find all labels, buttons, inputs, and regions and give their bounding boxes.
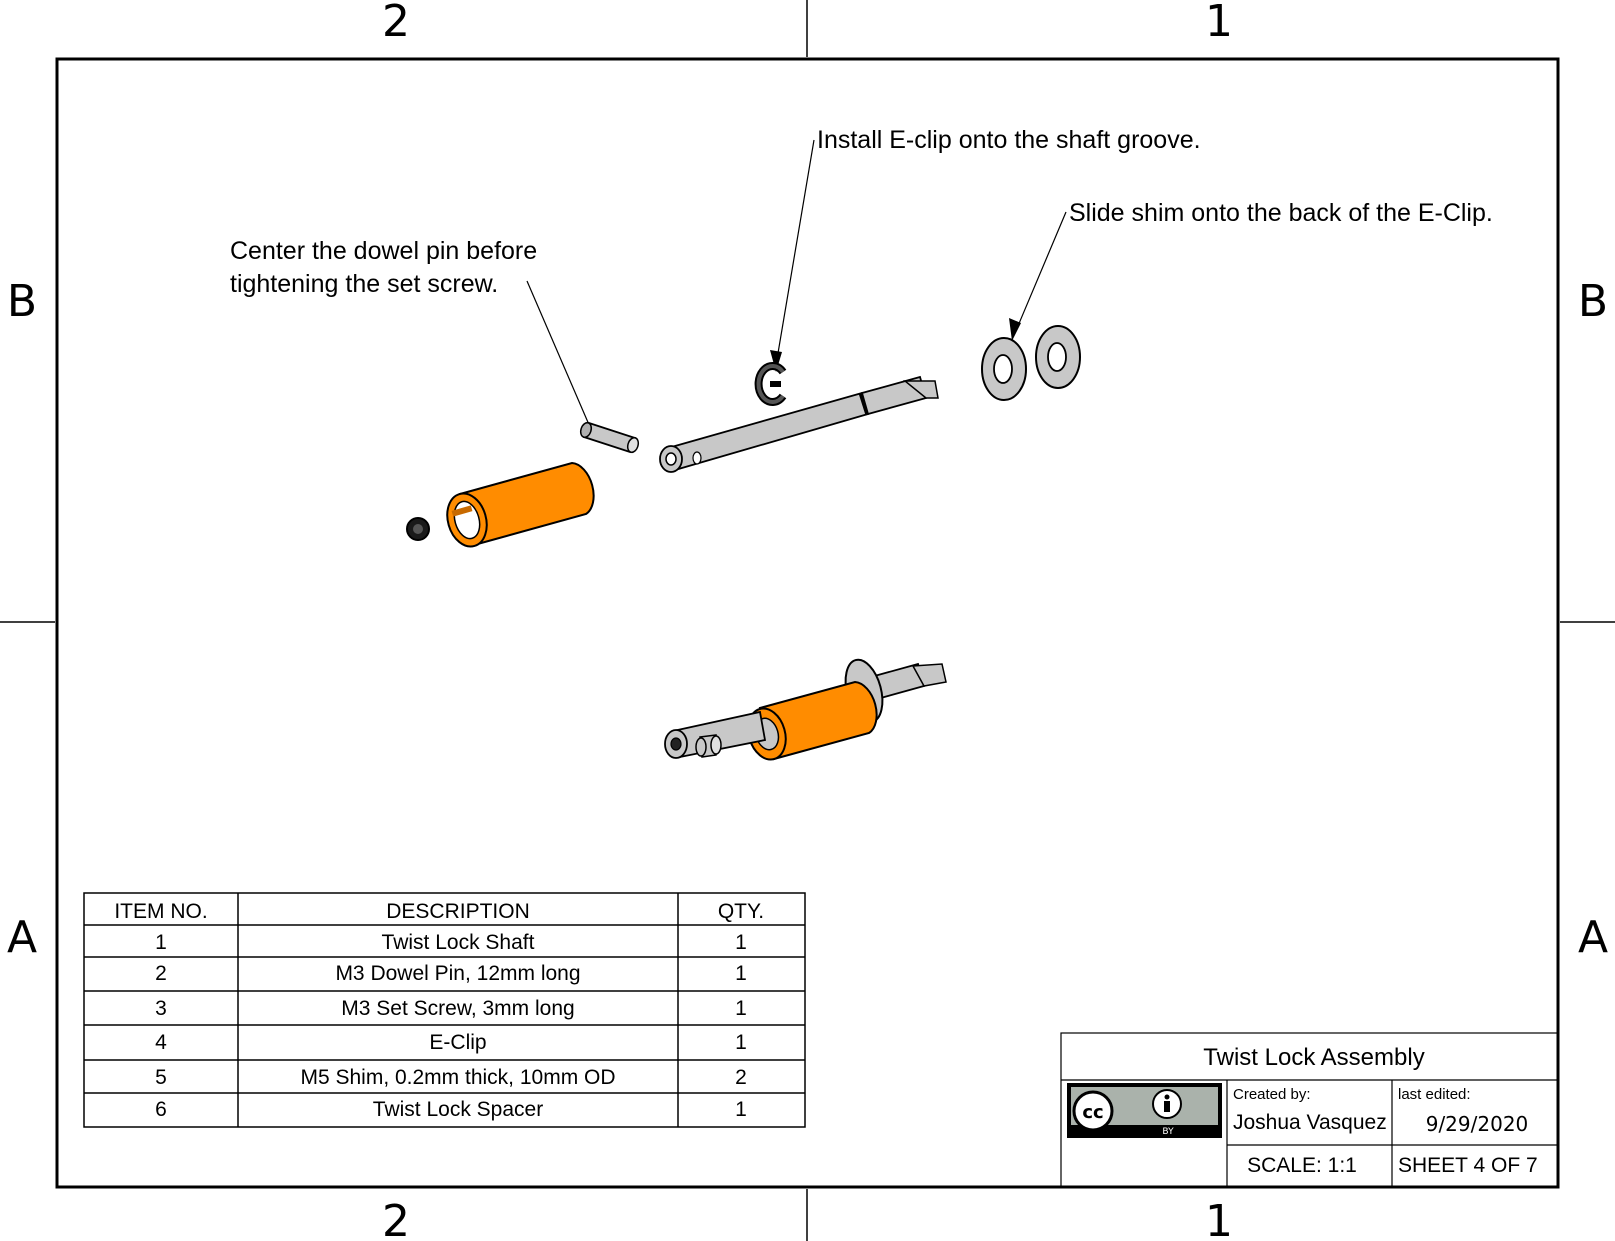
created-by-label: Created by:: [1233, 1086, 1311, 1103]
bom-outline: [83, 892, 806, 1128]
creative-commons-icon: [1072, 1090, 1114, 1132]
leader-shim: [1014, 211, 1067, 334]
note-dowel-line2: tightening the set screw.: [230, 270, 498, 298]
title-block: Twist Lock Assembly Created by: Joshua V…: [1060, 1032, 1559, 1188]
by-label: BY: [1162, 1127, 1174, 1137]
note-shim: Slide shim onto the back of the E-Clip.: [1069, 199, 1493, 227]
bom-cell-description: M3 Set Screw, 3mm long: [341, 997, 574, 1020]
bom-cell-item: 5: [155, 1066, 167, 1089]
bom-cell-qty: 2: [735, 1066, 747, 1089]
bom-header-item: ITEM NO.: [114, 900, 207, 923]
zone-label-top-1: 1: [1205, 0, 1233, 47]
bom-cell-description: Twist Lock Shaft: [382, 931, 535, 954]
title-block-outline: [1060, 1032, 1559, 1188]
bom-cell-qty: 1: [735, 997, 747, 1020]
sheet-label: SHEET 4 OF 7: [1398, 1154, 1538, 1177]
bom-cell-description: E-Clip: [429, 1031, 486, 1054]
zone-label-bottom-1: 1: [1205, 1196, 1233, 1241]
zone-label-right-a: A: [1578, 912, 1608, 963]
bom-cell-item: 6: [155, 1098, 167, 1121]
bom-cell-qty: 1: [735, 931, 747, 954]
bom-cell-qty: 1: [735, 962, 747, 985]
bom-cell-item: 2: [155, 962, 167, 985]
zone-label-top-2: 2: [382, 0, 410, 47]
bom-header-qty: QTY.: [718, 900, 764, 923]
drawing-title: Twist Lock Assembly: [1203, 1044, 1424, 1071]
leader-dowel: [526, 280, 591, 428]
created-by-value: Joshua Vasquez: [1233, 1111, 1387, 1134]
bom-cell-qty: 1: [735, 1031, 747, 1054]
bom-cell-item: 4: [155, 1031, 167, 1054]
note-dowel-line1: Center the dowel pin before: [230, 237, 537, 265]
zone-label-left-a: A: [7, 912, 37, 963]
bom-cell-description: Twist Lock Spacer: [373, 1098, 543, 1121]
bom-cell-item: 3: [155, 997, 167, 1020]
zone-label-right-b: B: [1578, 276, 1608, 327]
last-edited-value: 9/29/2020: [1426, 1112, 1529, 1136]
bom-header-description: DESCRIPTION: [386, 900, 530, 923]
zone-label-left-b: B: [7, 276, 37, 327]
leader-shim-arrow: [1009, 318, 1021, 341]
bom-table: ITEM NO. DESCRIPTION QTY. 1 Twist Lock S…: [83, 892, 806, 1128]
cc-logo-text: cc: [1082, 1102, 1103, 1123]
note-eclip: Install E-clip onto the shaft groove.: [817, 126, 1201, 154]
bom-cell-description: M3 Dowel Pin, 12mm long: [335, 962, 580, 985]
zone-label-bottom-2: 2: [382, 1196, 410, 1241]
dowel-pin: [579, 421, 640, 454]
bom-cell-item: 1: [155, 931, 167, 954]
e-clip: [754, 362, 787, 406]
bom-cell-description: M5 Shim, 0.2mm thick, 10mm OD: [300, 1066, 615, 1089]
leader-eclip-arrow: [770, 350, 782, 372]
exploded-view: [406, 325, 1081, 548]
sheet-border: [55, 57, 1560, 1189]
assembled-view: [664, 658, 947, 761]
cc-by-license-badge: cc BY: [1067, 1083, 1222, 1138]
twist-lock-spacer: [446, 461, 595, 548]
leader-eclip: [775, 139, 815, 366]
last-edited-label: last edited:: [1398, 1086, 1471, 1103]
twist-lock-shaft: [659, 375, 939, 473]
scale-label: SCALE: 1:1: [1247, 1154, 1357, 1177]
shim-1: [981, 337, 1027, 401]
bom-cell-qty: 1: [735, 1098, 747, 1121]
set-screw: [406, 517, 430, 541]
shim-2: [1035, 325, 1081, 389]
